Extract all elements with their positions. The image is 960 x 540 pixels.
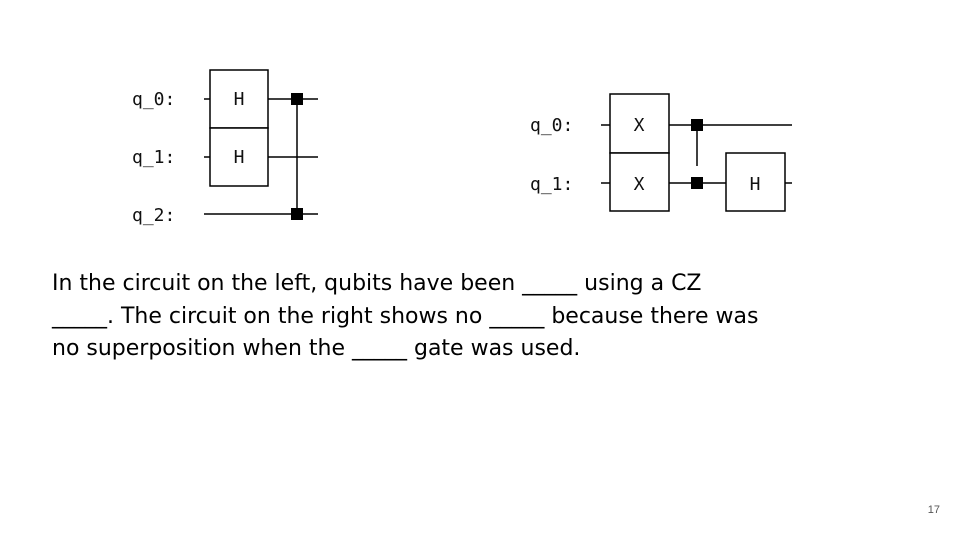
right-x-gate-q0 bbox=[609, 93, 670, 154]
left-h-gate-q0 bbox=[209, 69, 269, 129]
paragraph-line-2: _____. The circuit on the right shows no… bbox=[52, 303, 759, 329]
right-qubit-label-q0: q_0: bbox=[530, 115, 573, 136]
fill-in-the-blank-paragraph: In the circuit on the left, qubits have … bbox=[52, 268, 932, 366]
paragraph-line-1: In the circuit on the left, qubits have … bbox=[52, 271, 702, 296]
paragraph-line-3: no superposition when the _____ gate was… bbox=[52, 336, 581, 361]
right-h-gate-q1-label: H bbox=[750, 174, 761, 195]
left-h-gate-q1 bbox=[209, 127, 269, 187]
left-qubit-label-q2: q_2: bbox=[132, 205, 175, 226]
right-qubit-label-q1: q_1: bbox=[530, 174, 573, 195]
left-qubit-label-q1: q_1: bbox=[132, 147, 175, 168]
right-cz-control-q1 bbox=[691, 177, 703, 189]
left-h-gate-q0-label: H bbox=[234, 89, 245, 110]
left-cz-control-q0 bbox=[291, 93, 303, 105]
right-x-gate-q0-label: X bbox=[634, 115, 645, 136]
right-circuit: q_0: q_1: X X H bbox=[530, 93, 792, 212]
right-x-gate-q1 bbox=[609, 152, 670, 212]
right-x-gate-q1-label: X bbox=[634, 174, 645, 195]
right-h-gate-q1 bbox=[725, 152, 786, 212]
left-qubit-label-q0: q_0: bbox=[132, 89, 175, 110]
slide-number: 17 bbox=[927, 504, 940, 516]
left-h-gate-q1-label: H bbox=[234, 147, 245, 168]
left-cz-control-q2 bbox=[291, 208, 303, 220]
left-circuit: q_0: q_1: q_2: H H bbox=[132, 69, 318, 226]
right-cz-control-q0 bbox=[691, 119, 703, 131]
